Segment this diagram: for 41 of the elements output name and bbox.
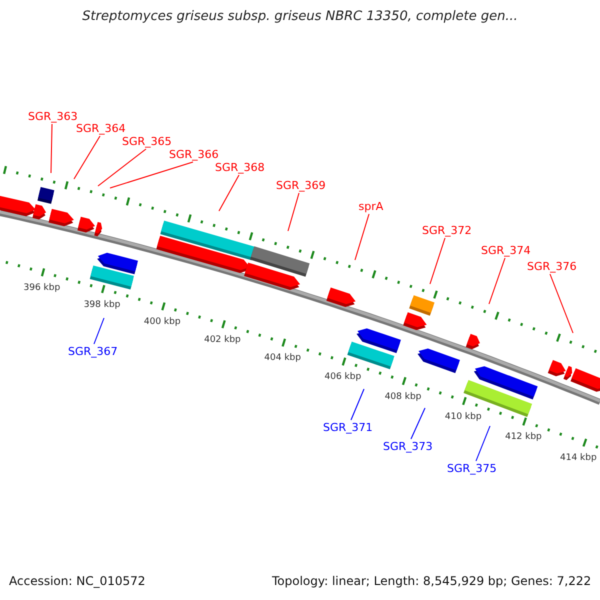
leader-line [98,148,146,186]
leader-line [288,192,300,232]
gene-label: SGR_376 [527,260,577,273]
scale-label: 412 kbp [505,432,542,443]
diagram-title: Streptomyces griseus subsp. griseus NBRC 13350, complete gen... [81,9,519,25]
gene-label: SGR_375 [447,462,497,475]
gene-label: SGR_373 [383,440,433,453]
scale-label: 414 kbp [560,453,597,464]
scale-label: 400 kbp [144,316,181,328]
gene-label: sprA [358,200,384,213]
scale-label: 410 kbp [444,412,482,422]
gene-label: SGR_363 [28,110,78,123]
leader-line [94,318,104,344]
gene-label: SGR_365 [122,134,172,148]
leader-line [74,136,100,180]
scale-label: 396 kbp [24,282,60,294]
leader-line [430,238,446,284]
leader-line [488,258,506,304]
leader-line [550,274,574,334]
gene-label: SGR_366 [169,148,219,161]
leader-line [110,162,194,188]
gene-label: SGR_368 [215,160,265,174]
gene-label: SGR_367 [68,344,118,358]
leader-line [50,124,52,174]
gene-label: SGR_364 [76,122,126,135]
footer-text: Accession: NC_010572 [9,574,146,588]
footer-text: Topology: linear; Length: 8,545,929 bp; Genes: 7,222 [272,574,592,588]
scale-label: 406 kbp [324,372,362,383]
gene-label: SGR_369 [276,178,326,192]
gene-label: SGR_372 [422,224,472,237]
leader-line [410,408,426,440]
leader-line [218,174,240,212]
leader-line [350,388,364,420]
leader-line [476,426,490,462]
scale-label: 408 kbp [384,392,422,402]
scale-label: 402 kbp [204,334,241,346]
scale-label: 404 kbp [264,353,301,364]
leader-line [354,214,370,260]
gene-label: SGR_371 [323,420,373,434]
scale-label: 398 kbp [84,300,120,310]
gene-label: SGR_374 [481,244,531,257]
